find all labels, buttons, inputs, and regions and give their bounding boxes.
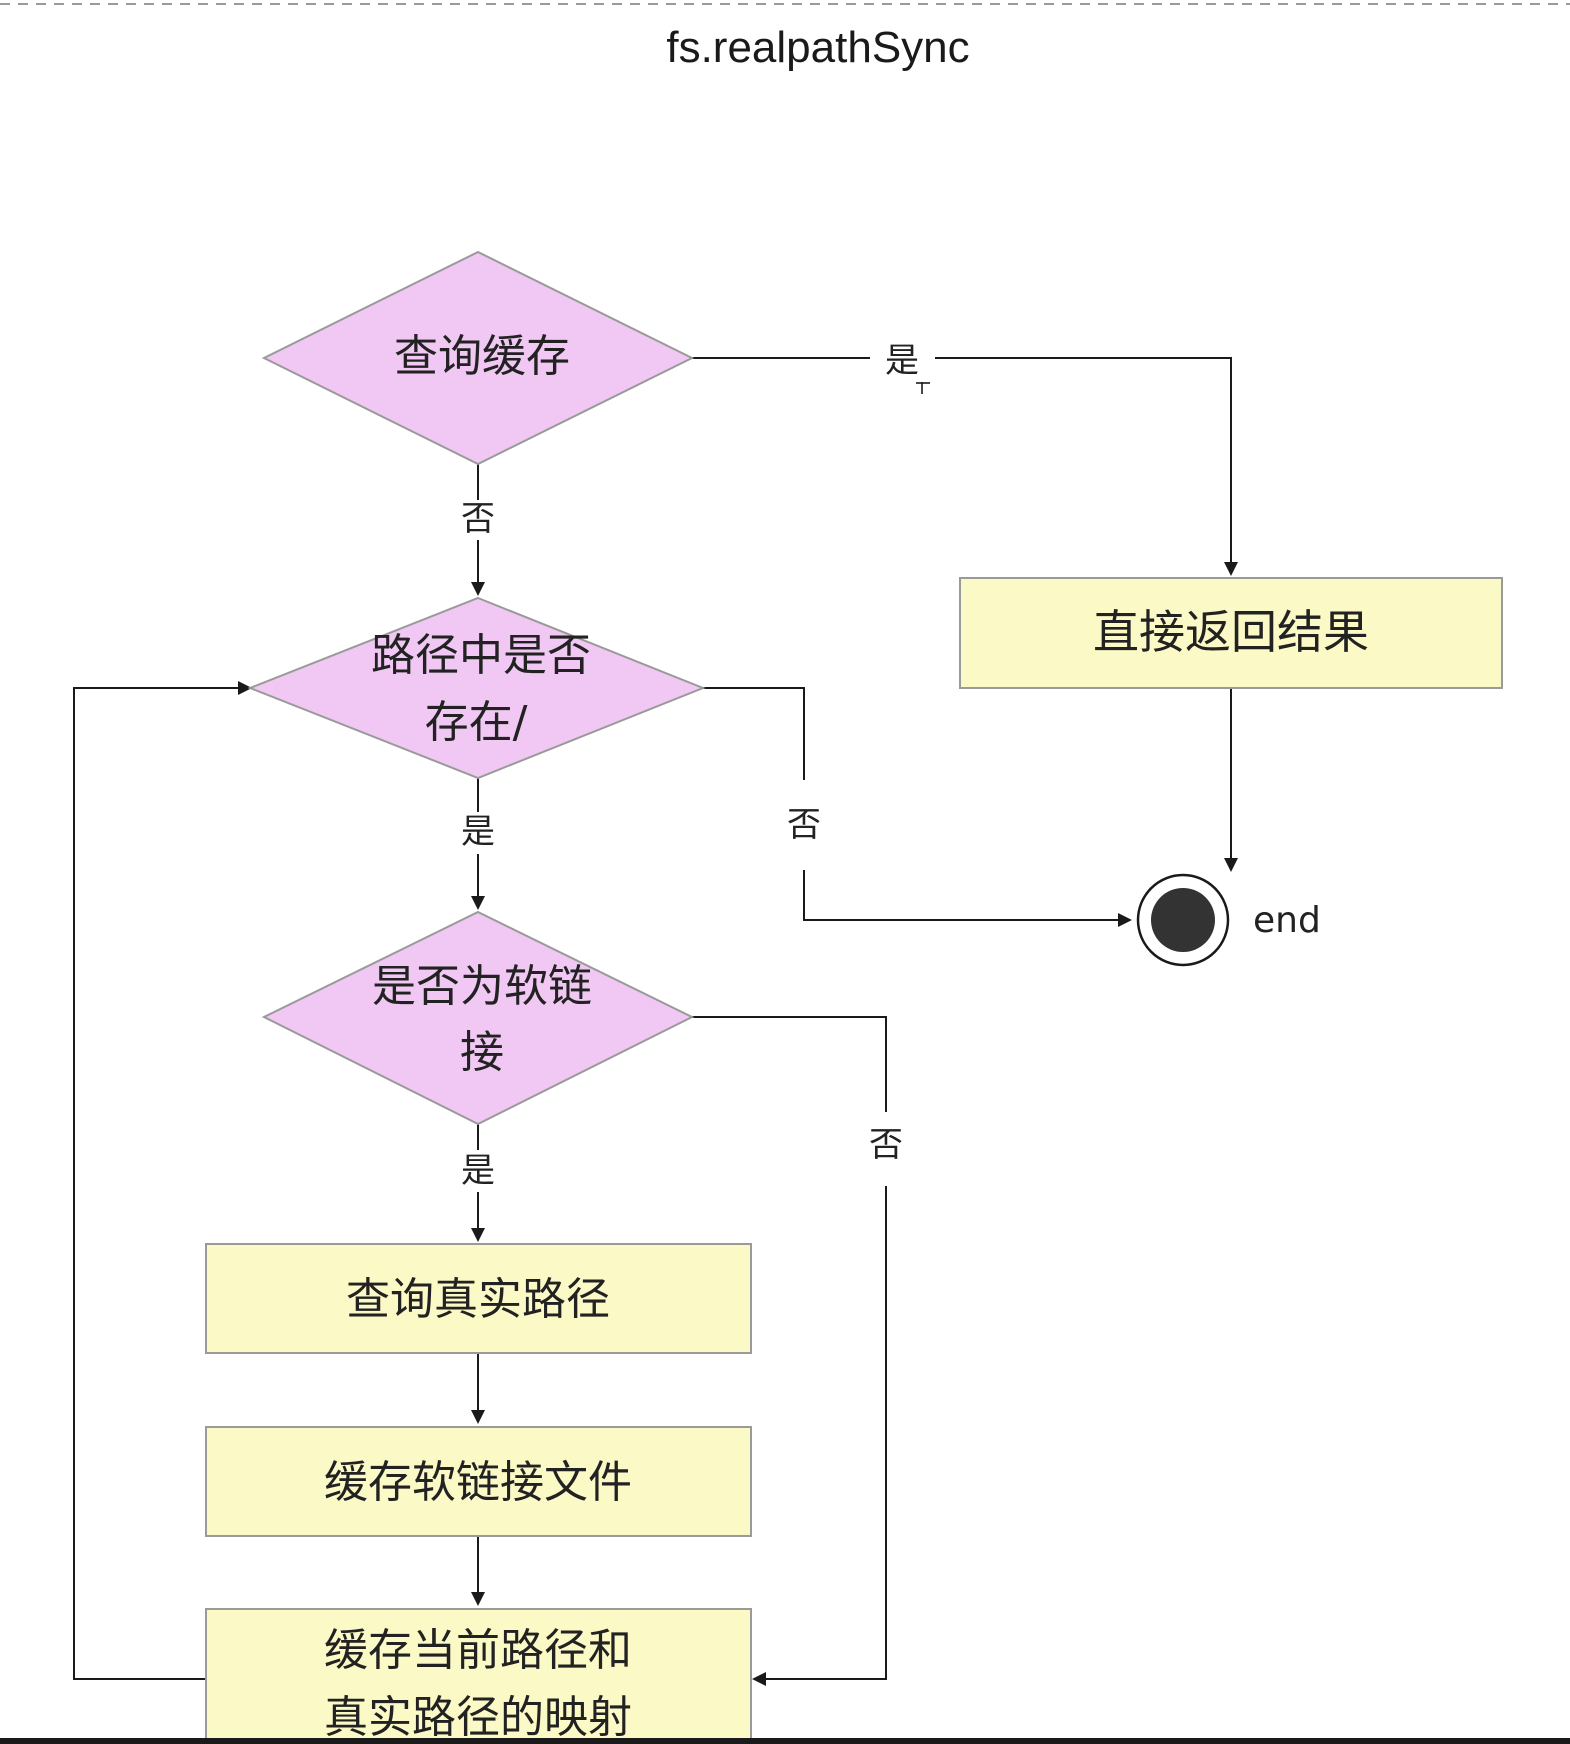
- decision-path-has-slash-line1: 路径中是否: [371, 630, 591, 681]
- process-return-result: [959, 577, 1503, 689]
- process-cache-symlink-file-label: 缓存软链接文件: [324, 1457, 632, 1508]
- decision-query-cache: [261, 250, 695, 466]
- process-query-real-path: [205, 1243, 752, 1354]
- decision-query-cache-label: 查询缓存: [394, 331, 570, 382]
- diagram-title: fs.realpathSync: [666, 23, 969, 72]
- edge-label-cache-no: 否: [461, 499, 495, 539]
- cursor-crosshair-icon: [916, 382, 930, 394]
- decision-is-symlink-line1: 是否为软链: [372, 961, 592, 1012]
- edge-symlink-no-top: [692, 1016, 887, 1112]
- edge-label-slash-no: 否: [787, 805, 821, 845]
- edge-cache-yes-cont: [935, 357, 1238, 576]
- decision-is-symlink-line2: 接: [460, 1027, 504, 1078]
- edge-label-cache-yes: 是: [885, 341, 919, 381]
- end-node-inner-dot: [1151, 888, 1215, 952]
- edge-label-symlink-no: 否: [869, 1125, 903, 1165]
- process-query-real-path-label: 查询真实路径: [346, 1274, 610, 1325]
- decision-is-symlink: [261, 910, 695, 1126]
- process-return-result-label: 直接返回结果: [1093, 605, 1369, 659]
- process-cache-mapping-line1: 缓存当前路径和: [324, 1625, 632, 1676]
- decision-path-has-slash: [247, 596, 706, 780]
- process-cache-mapping-line2: 真实路径的映射: [324, 1692, 632, 1743]
- bottom-window-edge: [0, 1738, 1570, 1744]
- edge-mapping-loop: [73, 681, 252, 1680]
- edge-symlink-no-bottom: [752, 1186, 887, 1686]
- process-cache-mapping: [205, 1608, 752, 1744]
- decision-path-has-slash-line2: 存在/: [425, 697, 528, 748]
- process-cache-symlink-file: [205, 1426, 752, 1537]
- edge-slash-no-bottom: [803, 870, 1132, 927]
- edge-label-slash-yes: 是: [461, 812, 495, 852]
- edge-slash-no-top: [703, 687, 805, 780]
- end-node-label: end: [1253, 900, 1321, 941]
- edge-label-symlink-yes: 是: [461, 1151, 495, 1191]
